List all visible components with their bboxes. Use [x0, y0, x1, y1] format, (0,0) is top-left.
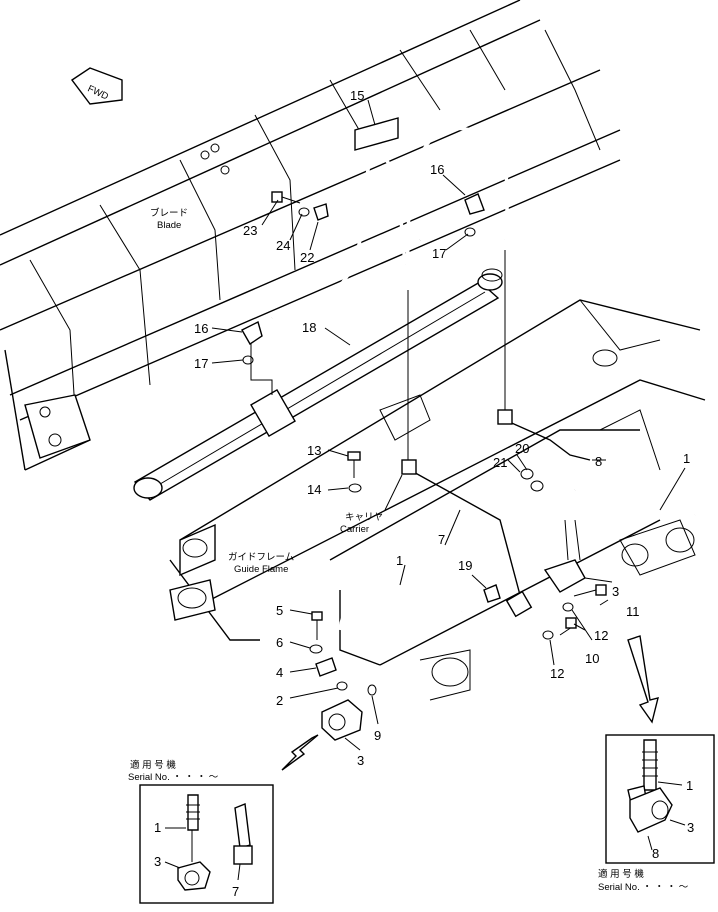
callout-5: 5: [276, 603, 283, 618]
inset-right-serial: Serial No. ・ ・ ・ ～: [598, 882, 689, 893]
callout-17-left: 17: [194, 356, 208, 371]
guide-frame: [169, 299, 706, 701]
inset-left-serial: Serial No. ・ ・ ・ ～: [128, 772, 219, 783]
callout-12: 12: [594, 628, 608, 643]
callout-16: 16: [430, 162, 444, 177]
inset-left: [139, 784, 274, 904]
callout-19: 19: [458, 558, 472, 573]
inset-right-title: 適 用 号 機: [598, 868, 644, 880]
inset-arrows: [281, 635, 659, 771]
callout-3: 3: [357, 753, 364, 768]
callout-4: 4: [276, 665, 283, 680]
region-labels: ブレード Blade キャリヤ Carrier ガイドフレーム Guide Fl…: [128, 207, 689, 893]
callout-1: 1: [396, 553, 403, 568]
callout-16-left: 16: [194, 321, 208, 336]
callout-6: 6: [276, 635, 283, 650]
hoses: [250, 126, 696, 631]
guide-frame-label-en: Guide Flame: [234, 564, 288, 575]
callout-23: 23: [243, 223, 257, 238]
callout-18: 18: [302, 320, 316, 335]
callout-8: 8: [595, 454, 602, 469]
callout-7: 7: [438, 532, 445, 547]
blade: [0, 0, 621, 471]
inset-right-callout-8: 8: [652, 846, 659, 861]
callout-10: 10: [585, 651, 599, 666]
fittings: [241, 117, 607, 741]
callout-17: 17: [432, 246, 446, 261]
inset-right: [605, 734, 715, 864]
leader-lines: [211, 99, 686, 751]
inset-left-callout-1: 1: [154, 820, 161, 835]
hydraulic-cylinder: [133, 268, 503, 501]
inset-left-callout-7: 7: [232, 884, 239, 899]
callout-3-right: 3: [612, 584, 619, 599]
inset-left-callout-3: 3: [154, 854, 161, 869]
callout-1-right: 1: [683, 451, 690, 466]
callout-20: 20: [515, 441, 529, 456]
inset-left-title: 適 用 号 機: [130, 759, 176, 771]
blade-label-jp: ブレード: [150, 207, 188, 219]
callout-12-lower: 12: [550, 666, 564, 681]
callout-21: 21: [493, 455, 507, 470]
blade-label-en: Blade: [157, 220, 181, 231]
callout-13: 13: [307, 443, 321, 458]
inset-right-callout-3: 3: [687, 820, 694, 835]
callout-11: 11: [626, 604, 640, 619]
carrier-label-jp: キャリヤ: [345, 512, 383, 523]
callouts: 15 16 17 23 24 22 16 17 18 13 14 20 21 8…: [154, 88, 694, 899]
fwd-arrow-icon: FWD: [70, 67, 123, 105]
carrier-label-en: Carrier: [340, 524, 369, 535]
inset-right-callout-1: 1: [686, 778, 693, 793]
callout-15: 15: [350, 88, 364, 103]
callout-22: 22: [300, 250, 314, 265]
callout-14: 14: [307, 482, 321, 497]
callout-9: 9: [374, 728, 381, 743]
callout-24: 24: [276, 238, 290, 253]
callout-2: 2: [276, 693, 283, 708]
guide-frame-label-jp: ガイドフレーム: [228, 552, 294, 563]
